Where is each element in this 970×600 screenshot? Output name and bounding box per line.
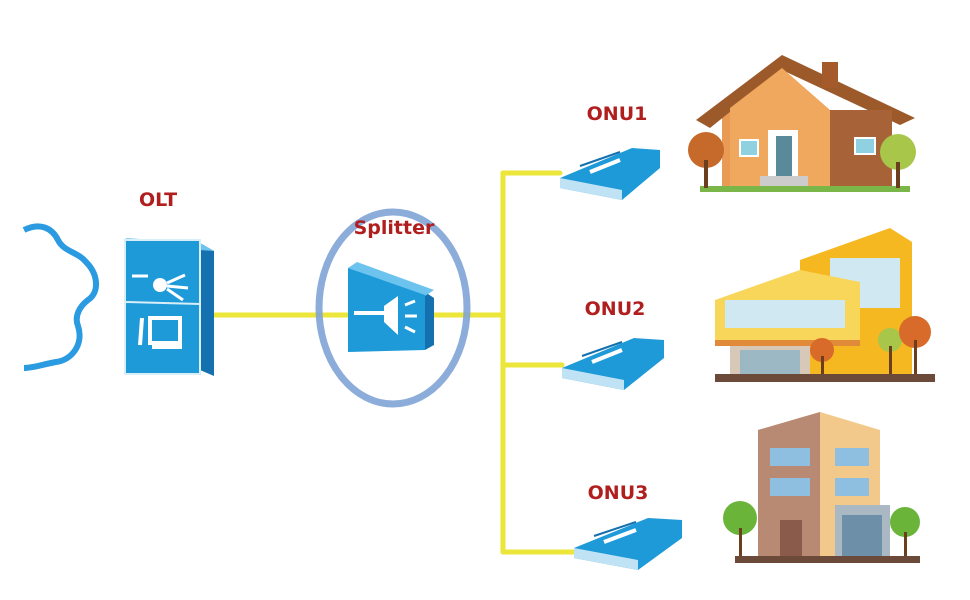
olt-device-icon bbox=[124, 238, 214, 376]
house-icon bbox=[688, 55, 916, 192]
onu1-label: ONU1 bbox=[587, 103, 648, 125]
splitter-label: Splitter bbox=[354, 217, 435, 239]
apartment-building-icon bbox=[723, 412, 920, 563]
onu-device-icon bbox=[562, 338, 664, 390]
onu3-label: ONU3 bbox=[588, 482, 649, 504]
onu1-device: ONU1 bbox=[560, 103, 660, 200]
cloud-icon bbox=[22, 223, 99, 371]
olt-label: OLT bbox=[139, 189, 177, 211]
onu3-device: ONU3 bbox=[574, 482, 682, 570]
onu2-label: ONU2 bbox=[585, 298, 646, 320]
splitter-device-icon bbox=[348, 262, 434, 352]
onu-device-icon bbox=[560, 148, 660, 200]
splitter-ring bbox=[315, 208, 471, 408]
onu2-device: ONU2 bbox=[562, 298, 664, 390]
onu-device-icon bbox=[574, 518, 682, 570]
office-building-icon bbox=[715, 228, 935, 382]
